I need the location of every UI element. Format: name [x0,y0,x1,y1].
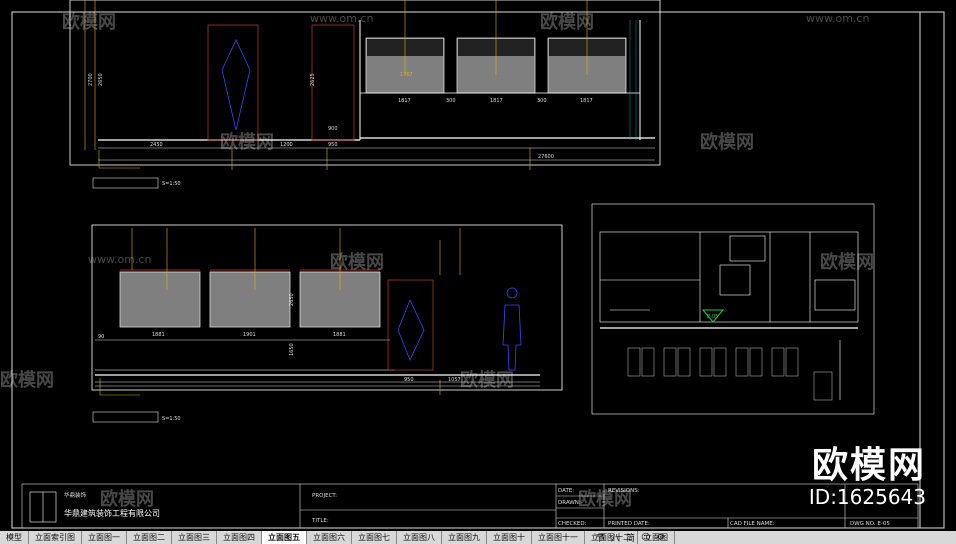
svg-text:2650: 2650 [98,73,104,86]
drawn-label: DRAWN: [558,500,581,506]
svg-text:1901: 1901 [243,332,256,338]
revisions-label: REVISIONS: [608,488,640,494]
top-elevation [69,0,661,189]
snap-icon[interactable]: 节 [596,534,606,544]
cad-file-label: CAD FILE NAME: [730,521,775,527]
svg-text:1057: 1057 [448,377,461,383]
cad-drawing-canvas[interactable]: 2450 1200 950 27600 1817 300 1817 300 18… [0,0,956,531]
tab-model[interactable]: 模型 [0,531,29,544]
svg-text:1200: 1200 [280,142,293,148]
watermark-brand: 欧模网 [460,370,514,391]
layout-tab-bar: 模型 立面索引图 立面图一 立面图二 立面图三 立面图四 立面图五 立面图六 立… [0,531,956,544]
top-dimension-texts: 2450 1200 950 27600 1817 300 1817 300 18… [88,72,593,187]
tab-elevation-3[interactable]: 立面图三 [172,531,217,544]
watermark-url: www.om.cn [310,12,374,25]
tab-elevation-12[interactable]: 立面图十二 [585,531,638,544]
watermark-brand: 欧模网 [578,489,632,510]
company-name: 华鼎建筑装饰工程有限公司 [64,508,160,518]
floor-plan [591,203,875,415]
svg-text:2625: 2625 [310,73,316,86]
bottom-elevation [91,224,563,423]
svg-text:1767: 1767 [400,72,413,78]
watermark-brand: 欧模网 [100,489,154,510]
watermark-brand: 欧模网 [820,252,874,273]
svg-text:S=1:50: S=1:50 [162,181,181,187]
smiley-icon[interactable]: ☺ [641,532,651,543]
tab-elevation-5[interactable]: 立面图五 [262,531,307,544]
watermark-corner: 欧模网 ID:1625643 [808,445,926,509]
svg-text:2650: 2650 [289,293,295,306]
simplify-icon[interactable]: 简 [626,534,636,544]
tab-elevation-more[interactable]: 立面图 [638,531,675,544]
svg-text:2700: 2700 [88,73,94,86]
svg-text:1817: 1817 [490,98,503,104]
watermark-brand: 欧模网 [700,132,754,153]
tab-elevation-4[interactable]: 立面图四 [217,531,262,544]
watermark-brand: 欧模网 [62,12,116,33]
tab-elevation-11[interactable]: 立面图十一 [532,531,585,544]
tab-elevation-2[interactable]: 立面图二 [127,531,172,544]
watermark-brand: 欧模网 [0,370,54,391]
title-block-texts: 华鼎装饰 华鼎建筑装饰工程有限公司 PROJECT: TITLE: DATE: … [64,488,890,527]
gear-icon[interactable]: ⚙ [656,532,665,543]
company-small: 华鼎装饰 [64,491,87,499]
ortho-icon[interactable]: 八 [611,534,621,544]
svg-text:1881: 1881 [333,332,346,338]
watermark-id: ID:1625643 [808,485,926,509]
svg-text:950: 950 [404,377,414,383]
watermark-url: www.om.cn [88,253,152,266]
watermark-url: www.om.cn [806,12,870,25]
title-block [21,483,919,529]
tab-elevation-7[interactable]: 立面图七 [352,531,397,544]
dwg-no-label: DWG NO. E-05 [850,521,890,527]
title-label: TITLE: [311,518,329,524]
date-label: DATE: [558,488,574,494]
svg-text:900: 900 [328,126,338,132]
svg-text:90: 90 [98,334,104,340]
project-label: PROJECT: [312,493,337,499]
svg-text:1650: 1650 [289,343,295,356]
tab-elevation-8[interactable]: 立面图八 [397,531,442,544]
watermark-corner-brand: 欧模网 [811,445,926,486]
svg-text:27600: 27600 [538,154,554,160]
status-bar-icons: 节 八 简 ☺ ⚙ [596,531,665,544]
svg-text:2450: 2450 [150,142,163,148]
svg-text:1881: 1881 [152,332,165,338]
watermark-brand: 欧模网 [220,132,274,153]
svg-text:950: 950 [328,142,338,148]
svg-text:S=1:50: S=1:50 [162,416,181,422]
svg-text:300: 300 [446,98,456,104]
elevation-marker-icon [701,309,725,323]
checked-label: CHECKED: [558,521,587,527]
tab-index[interactable]: 立面索引图 [29,531,82,544]
svg-text:300: 300 [537,98,547,104]
elevation-marker-label: E-05 [707,314,718,320]
tab-elevation-1[interactable]: 立面图一 [82,531,127,544]
watermark-brand: 欧模网 [330,252,384,273]
bottom-dimension-texts: 1881 1901 1881 950 1057 S=1:50 2650 1650… [98,293,461,422]
svg-text:1817: 1817 [580,98,593,104]
svg-text:1817: 1817 [398,98,411,104]
tab-elevation-6[interactable]: 立面图六 [307,531,352,544]
tab-elevation-9[interactable]: 立面图九 [442,531,487,544]
printed-date-label: PRINTED DATE: [608,521,650,527]
tab-elevation-10[interactable]: 立面图十 [487,531,532,544]
watermark-brand: 欧模网 [540,12,594,33]
